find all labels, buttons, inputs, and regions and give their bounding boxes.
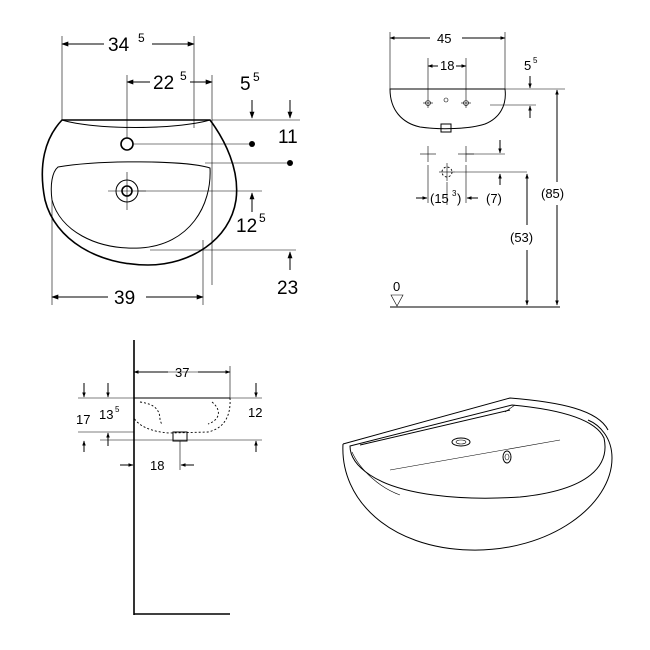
dim-drain-depth: 12 [236, 216, 257, 237]
dim-rim-total-height: (85) [541, 186, 564, 201]
dim-width-overall: 34 [108, 35, 130, 56]
dim-bolt-spacing: 18 [440, 58, 454, 73]
dim-rim-height-sup: 5 [533, 56, 538, 65]
dim-side-height-right: 12 [248, 405, 262, 420]
dim-tap-offset-sup: 5 [180, 69, 187, 83]
dim-side-height-inner-sup: 5 [115, 405, 120, 414]
dim-drain-depth-sup: 5 [259, 211, 266, 225]
dim-waste-spacing: (15 [430, 191, 449, 206]
side-basin-outline [133, 397, 231, 434]
dim-waste-offset: (7) [486, 191, 502, 206]
dim-side-height-inner: 13 [99, 407, 113, 422]
dim-tap-offset: 22 [153, 73, 174, 94]
basin-outline [41, 119, 238, 266]
dim-front-depth: 23 [277, 278, 298, 299]
perspective-view [342, 397, 613, 551]
dim-edge-offset: 5 [240, 74, 251, 95]
floor-level: 0 [393, 279, 400, 294]
dim-bowl-width: 39 [114, 288, 135, 309]
perspective-tap-hole [451, 437, 471, 447]
perspective-rim-outer [342, 397, 609, 445]
basin-rim [61, 119, 211, 128]
dim-waste-height: (53) [510, 230, 533, 245]
top-view: 34 5 22 5 5 5 11 12 5 23 39 [41, 31, 300, 309]
dim-side-depth: 37 [175, 365, 189, 380]
dim-edge-offset-sup: 5 [253, 70, 260, 84]
dim-width-overall-sup: 5 [138, 31, 145, 45]
side-view: 37 17 13 5 12 18 [76, 340, 262, 615]
dim-side-height-overall: 17 [76, 412, 90, 427]
front-view: 45 18 5 5 (15 3 ) (7) (53) (85) 0 [389, 31, 565, 308]
inner-bowl [50, 161, 211, 249]
dim-front-width: 45 [437, 31, 451, 46]
dim-tap-depth: 11 [278, 127, 298, 148]
dim-rim-height: 5 [524, 58, 531, 73]
dim-waste-spacing-sup: 3 [452, 189, 457, 198]
perspective-basin-body [342, 419, 613, 551]
tap-hole [120, 137, 134, 151]
perspective-rim-inner [349, 404, 606, 499]
front-basin-outline [389, 88, 506, 130]
dim-side-drain-offset: 18 [150, 458, 164, 473]
perspective-overflow [502, 450, 512, 464]
dim-waste-spacing-end: ) [457, 191, 461, 206]
